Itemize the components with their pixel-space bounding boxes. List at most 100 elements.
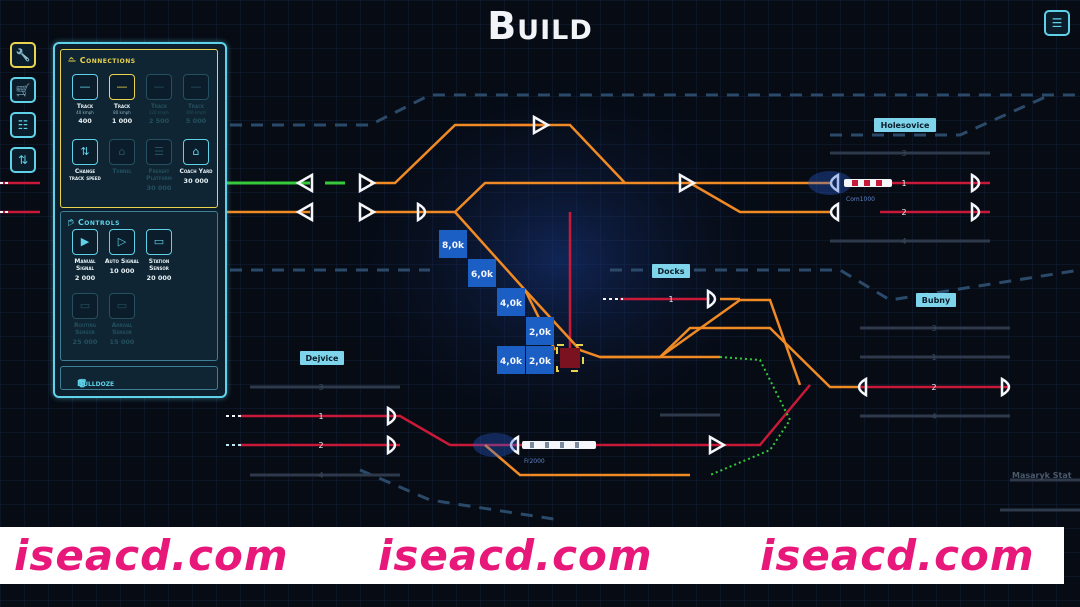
signal-icon [706,288,717,310]
signal-icon [386,434,397,456]
station-name: Bubny [922,296,951,305]
settings-button[interactable]: ⇅ [10,147,36,173]
track-number: 2 [931,383,936,392]
auto-signal-icon: ▷ [109,229,135,255]
document-icon: ☷ [17,118,29,132]
collapse-caret-icon[interactable]: ^ [68,218,76,227]
controls-item[interactable]: ▷ Auto Signal 10 000 [104,229,140,275]
station-sensor-icon: ▭ [146,229,172,255]
watermark-text: iseacd.com [14,531,289,580]
track-number: 3 [901,149,906,158]
item-label: Track [150,103,168,110]
item-sub: 80 kmph [113,110,131,115]
station-tag-holesovice [874,118,936,132]
item-sub: 120 kmph [148,110,170,115]
item-price: 15 000 [109,338,135,346]
controls-item[interactable]: ▭ Station Sensor 20 000 [141,229,177,282]
watermark-text: iseacd.com [378,531,653,580]
item-label: Freight Platform [146,168,172,182]
item-label: Manual Signal [74,258,96,272]
bulldoze-button[interactable]: 🗑 Bulldoze [60,366,218,390]
item-label: Tunnel [112,168,132,175]
track-number: 2 [901,208,906,217]
item-label: Auto Signal [104,258,140,265]
tunnel-icon: ⌂ [109,139,135,165]
controls-section: ▷ Controls ^ ▶ Manual Signal 2 000 ▷ Auto Si… [60,211,218,361]
routing-sensor-icon: ▭ [72,293,98,319]
cost-label: 2,0k [529,357,552,367]
manual-signal-icon: ▶ [72,229,98,255]
cost-tile [526,317,554,345]
collapse-caret-icon[interactable]: ^ [68,56,76,65]
train-fr2000[interactable] [473,433,596,457]
track-icon: — [72,74,98,100]
track-numbers: 3 1 2 4 1 3 1 2 4 3 1 2 4 [318,149,936,480]
timetable-button[interactable]: ☷ [10,112,36,138]
item-label: Routing Sensor [73,322,97,336]
station-name: Dejvice [306,354,340,363]
track-end-markers [0,182,623,446]
item-label: Change track speed [69,168,101,182]
left-toolbar: 🔧 🛒 ☷ ⇅ [10,42,36,182]
signal-icon [295,201,314,223]
item-price: 2 000 [74,274,96,282]
item-label: Station Sensor [148,258,170,272]
menu-button[interactable]: ☰ [1044,10,1070,36]
item-price: 400 [78,117,92,125]
signal-icon [970,172,981,194]
bulldoze-label: Bulldoze [77,379,115,388]
station-name: Docks [658,267,685,276]
list-icon: ☰ [1051,16,1063,30]
build-tool-button[interactable]: 🔧 [10,42,36,68]
station-name: Masaryk Stat [1012,471,1072,480]
item-price: 20 000 [146,274,172,282]
freight-platform-icon: ☰ [146,139,172,165]
arrival-sensor-icon: ▭ [109,293,135,319]
track-number: 1 [318,412,323,421]
cart-icon: 🛒 [15,83,31,97]
shop-button[interactable]: 🛒 [10,77,36,103]
occupied-route [709,356,792,476]
item-price: 1 000 [111,117,133,125]
connections-header[interactable]: — Connections [68,56,136,65]
station-tag-bubny [916,293,956,307]
item-price: 2 500 [148,117,170,125]
speed-change-icon: ⇅ [72,139,98,165]
track-number: 1 [668,295,673,304]
controls-header[interactable]: ▷ Controls [68,218,120,227]
signal-icon [857,376,868,398]
item-price: 5 000 [185,117,207,125]
zone-boundaries [230,93,1080,522]
signal-icon [829,201,840,223]
track-number: 4 [931,412,936,421]
item-label: Track [187,103,205,110]
signal-icon [386,405,397,427]
connections-item[interactable]: ⇅ Change track speed [67,139,103,184]
track-number: 4 [318,471,323,480]
signal-icon [678,172,697,194]
station-tags[interactable]: Holesovice Docks Bubny Dejvice Masaryk S… [300,118,1072,480]
item-price: 10 000 [109,267,135,275]
track-icon: — [146,74,172,100]
item-label: Track [113,103,131,110]
signal-icon [708,434,727,456]
signal-icon [416,201,427,223]
controls-item[interactable]: ▶ Manual Signal 2 000 [67,229,103,282]
station-tag-docks [652,264,690,278]
track-number: 3 [931,324,936,333]
track-cursor[interactable] [560,348,580,368]
item-sub: 160 kmph [185,110,207,115]
train-com1000[interactable] [808,171,892,195]
station-name: Holesovice [881,121,930,130]
track-number: 1 [931,353,936,362]
track-number: 4 [901,237,906,246]
signals[interactable] [295,114,1011,456]
cost-tile [526,346,554,374]
item-label: Coach Yard [179,168,213,175]
